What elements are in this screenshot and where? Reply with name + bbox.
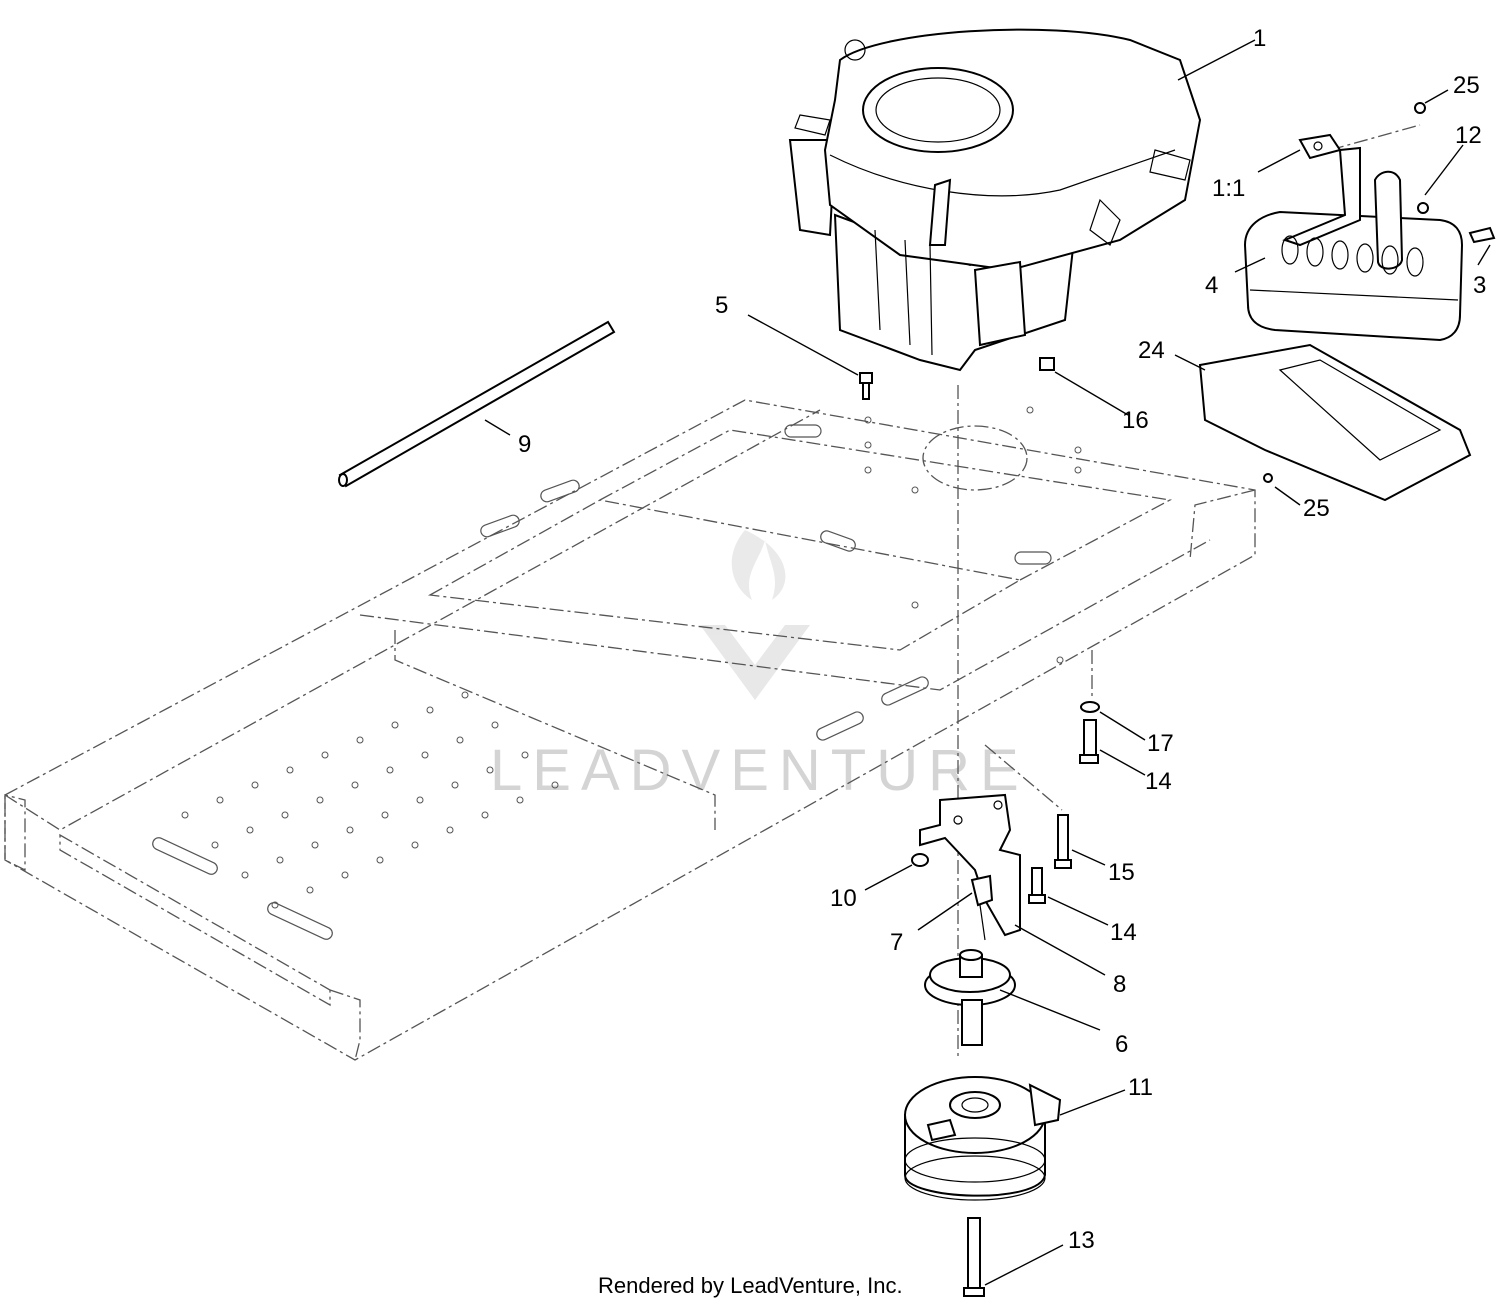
bracket	[919, 793, 1021, 937]
bolt-14-upper	[1079, 719, 1099, 764]
callout-8: 8	[1113, 971, 1126, 998]
callout-16: 16	[1122, 407, 1149, 434]
callout-1: 1	[1253, 25, 1266, 52]
callout-14-lower: 14	[1110, 919, 1137, 946]
footer-credit: Rendered by LeadVenture, Inc.	[598, 1273, 903, 1298]
watermark-text: LEADVENTURE	[490, 738, 1029, 803]
tube	[338, 320, 616, 488]
callout-12: 12	[1455, 122, 1482, 149]
callout-10: 10	[830, 885, 857, 912]
leader-lines	[484, 39, 1491, 1286]
callout-1-1: 1:1	[1212, 175, 1245, 202]
callout-5: 5	[715, 292, 728, 319]
frame-holes	[181, 406, 1082, 909]
pulley	[924, 949, 1016, 1046]
callout-6: 6	[1115, 1031, 1128, 1058]
engine	[788, 28, 1202, 372]
callout-11: 11	[1128, 1074, 1153, 1101]
clutch-bolt	[963, 1217, 985, 1297]
callout-14-upper: 14	[1145, 768, 1172, 795]
callout-9: 9	[518, 431, 531, 458]
callout-25-upper: 25	[1453, 72, 1480, 99]
nut	[1039, 357, 1055, 371]
callout-4: 4	[1205, 272, 1218, 299]
callout-24: 24	[1138, 337, 1165, 364]
heat-shield	[1198, 343, 1472, 502]
callout-13: 13	[1068, 1227, 1095, 1254]
bolt-14-lower	[1028, 867, 1046, 904]
nut-10	[911, 853, 929, 867]
muffler	[1243, 146, 1464, 342]
callout-25-lower: 25	[1303, 495, 1330, 522]
washer	[1080, 701, 1100, 713]
callout-15: 15	[1108, 859, 1135, 886]
frame	[4, 399, 1256, 1061]
callout-17: 17	[1147, 730, 1174, 757]
callout-7: 7	[890, 929, 903, 956]
pto-clutch	[904, 1076, 1062, 1201]
frame-slots	[152, 424, 1052, 940]
bolt	[859, 372, 873, 400]
connector	[970, 874, 994, 941]
gasket	[1298, 133, 1342, 160]
muffler-hardware	[1414, 102, 1496, 244]
callout-3: 3	[1473, 272, 1486, 299]
watermark-logo	[700, 530, 810, 700]
bolt-15	[1054, 814, 1072, 869]
